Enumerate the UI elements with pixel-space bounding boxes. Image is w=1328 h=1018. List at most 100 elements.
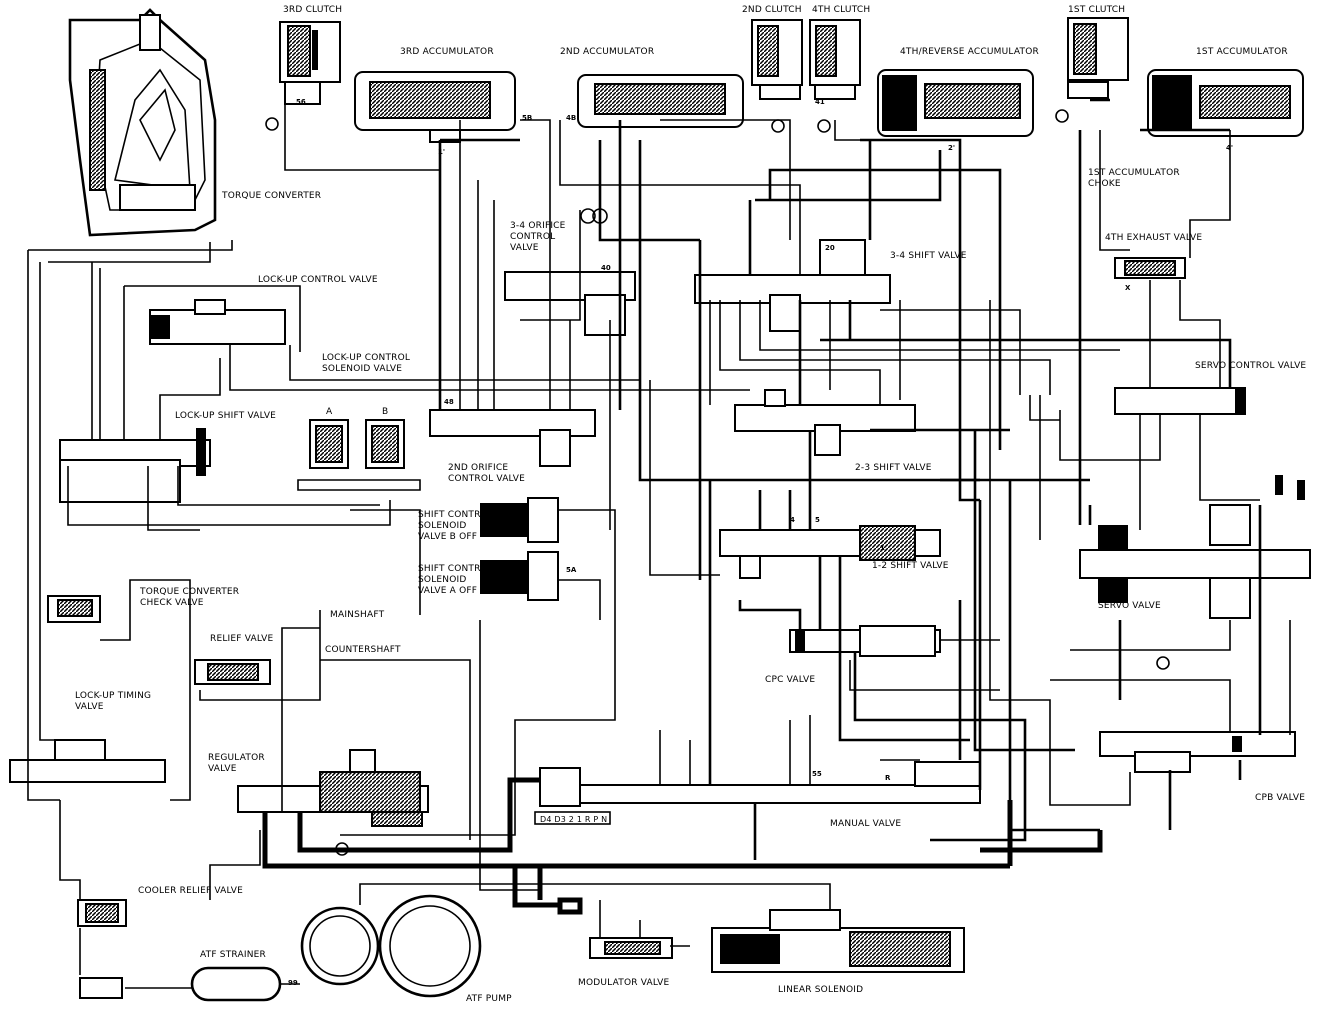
lock-up-shift-valve-label: LOCK-UP SHIFT VALVE (175, 411, 276, 421)
port-label: 4B (566, 114, 576, 122)
clutch-4th (809, 19, 861, 100)
cooler-relief-valve-label: COOLER RELIEF VALVE (138, 886, 243, 896)
accumulator-1st (1147, 69, 1304, 137)
lock-up-shift-valve (59, 428, 211, 503)
countershaft-label: COUNTERSHAFT (325, 645, 401, 655)
clutch-4th-label: 4TH CLUTCH (812, 5, 870, 15)
lock-up-control-valve (149, 299, 286, 345)
servo-control-valve (1114, 387, 1246, 415)
lock-up-solenoids-ab (297, 419, 421, 491)
accumulator-4th-reverse-label: 4TH/REVERSE ACCUMULATOR (900, 47, 1039, 57)
lock-up-control-valve-label: LOCK-UP CONTROL VALVE (258, 275, 378, 285)
atf-pump (300, 894, 482, 998)
clutch-3rd-label: 3RD CLUTCH (283, 5, 342, 15)
exhaust-valve-4th-label: 4TH EXHAUST VALVE (1105, 233, 1202, 243)
port-label: 56 (296, 98, 306, 106)
hydraulic-lines-thick (438, 98, 1262, 860)
accumulator-2nd-label: 2ND ACCUMULATOR (560, 47, 654, 57)
lock-up-timing-valve (9, 739, 166, 783)
atf-strainer (79, 966, 282, 1002)
orifice-3-4-label-3: VALVE (510, 243, 539, 253)
port-label: 5B (522, 114, 532, 122)
linear-solenoid-label: LINEAR SOLENOID (778, 985, 863, 995)
hydraulic-lines-main (262, 777, 1103, 908)
modulator-valve-label: MODULATOR VALVE (578, 978, 669, 988)
port-label: 40 (601, 264, 611, 272)
solenoid-a-label: A (326, 407, 333, 417)
scs-a-label-2: SOLENOID (418, 575, 467, 585)
shift-control-solenoid-a (480, 551, 559, 601)
port-label: R (885, 774, 891, 782)
port-label: 1 (880, 544, 885, 552)
port-label: X (1125, 284, 1131, 292)
regulator-label-1: REGULATOR (208, 753, 265, 763)
hydraulic-lines-thin (27, 100, 1291, 989)
exhaust-valve-4th (1114, 257, 1186, 279)
atf-pump-label: ATF PUMP (466, 994, 512, 1004)
clutch-1st-label: 1ST CLUTCH (1068, 5, 1125, 15)
lock-up-solenoid-label-1: LOCK-UP CONTROL (322, 353, 410, 363)
clutch-1st (1067, 17, 1129, 99)
orifice-2nd-label-2: CONTROL VALVE (448, 474, 525, 484)
tc-check-label-1: TORQUE CONVERTER (139, 587, 239, 597)
scs-a-label-3: VALVE A OFF (418, 586, 477, 596)
relief-valve-label: RELIEF VALVE (210, 634, 273, 644)
regulator-valve (237, 749, 429, 827)
mainshaft-label: MAINSHAFT (330, 610, 385, 620)
tc-check-label-2: CHECK VALVE (140, 598, 204, 608)
servo-valve (1079, 475, 1311, 619)
accumulator-1st-label: 1ST ACCUMULATOR (1196, 47, 1288, 57)
scs-b-label-3: VALVE B OFF (418, 532, 477, 542)
port-label: 99 (288, 979, 298, 987)
port-label: 5A (566, 566, 577, 574)
orifice-3-4-label-2: CONTROL (510, 232, 555, 242)
port-label: 4 (790, 516, 795, 524)
clutch-2nd (751, 19, 803, 100)
port-label: 20 (825, 244, 835, 252)
torque-converter-check-valve (47, 595, 101, 623)
port-label: 55 (812, 770, 822, 778)
shift-valve-2-3-label: 2-3 SHIFT VALVE (855, 463, 932, 473)
cpb-valve-label: CPB VALVE (1255, 793, 1305, 803)
servo-valve-label: SERVO VALVE (1098, 601, 1161, 611)
port-label: 4' (1226, 144, 1233, 152)
accumulator-4th-reverse (877, 69, 1034, 137)
accumulator-2nd (577, 74, 744, 128)
scs-b-label-1: SHIFT CONTROL (418, 510, 493, 520)
linear-solenoid (711, 909, 965, 973)
accumulator-3rd-label: 3RD ACCUMULATOR (400, 47, 494, 57)
cpb-valve (1099, 731, 1296, 773)
cpc-valve-label: CPC VALVE (765, 675, 815, 685)
port-label: 41 (815, 98, 825, 106)
accumulator-3rd (354, 71, 516, 143)
port-label: 2' (948, 144, 955, 152)
regulator-label-2: VALVE (208, 764, 237, 774)
port-labels: 56 5B 1' 2' 4' 4B X 41 40 1 4 48 5 R 55 … (288, 98, 1233, 987)
relief-valve (194, 659, 271, 685)
shift-valve-1-2-label: 1-2 SHIFT VALVE (872, 561, 949, 571)
clutch-2nd-label: 2ND CLUTCH (742, 5, 802, 15)
solenoid-b-label: B (382, 407, 388, 417)
shift-valve-2-3 (734, 389, 916, 456)
atf-strainer-label: ATF STRAINER (200, 950, 266, 960)
scs-a-label-1: SHIFT CONTROL (418, 564, 493, 574)
orifice-3-4-label-1: 3-4 ORIFICE (510, 221, 566, 231)
manual-valve-label: MANUAL VALVE (830, 819, 901, 829)
shift-valve-3-4 (694, 239, 891, 332)
shift-valve-3-4-label: 3-4 SHIFT VALVE (890, 251, 967, 261)
pressure-gauges (265, 109, 1170, 856)
orifice-2nd-label-1: 2ND ORIFICE (448, 463, 508, 473)
accumulator-1st-choke-label: 1ST ACCUMULATOR (1088, 168, 1180, 178)
clutch-3rd (279, 21, 341, 105)
lock-up-timing-label-2: VALVE (75, 702, 104, 712)
servo-control-valve-label: SERVO CONTROL VALVE (1195, 361, 1306, 371)
manual-valve-positions: D4 D3 2 1 R P N (540, 815, 607, 824)
cpc-valve (789, 625, 941, 657)
shift-control-solenoid-b (480, 497, 559, 543)
shift-valve-1-2 (719, 525, 941, 579)
orifice-3-4-control-valve (504, 208, 636, 336)
torque-converter-label: TORQUE CONVERTER (221, 191, 321, 201)
modulator-valve (557, 897, 673, 959)
accumulator-choke-label: CHOKE (1088, 179, 1121, 189)
